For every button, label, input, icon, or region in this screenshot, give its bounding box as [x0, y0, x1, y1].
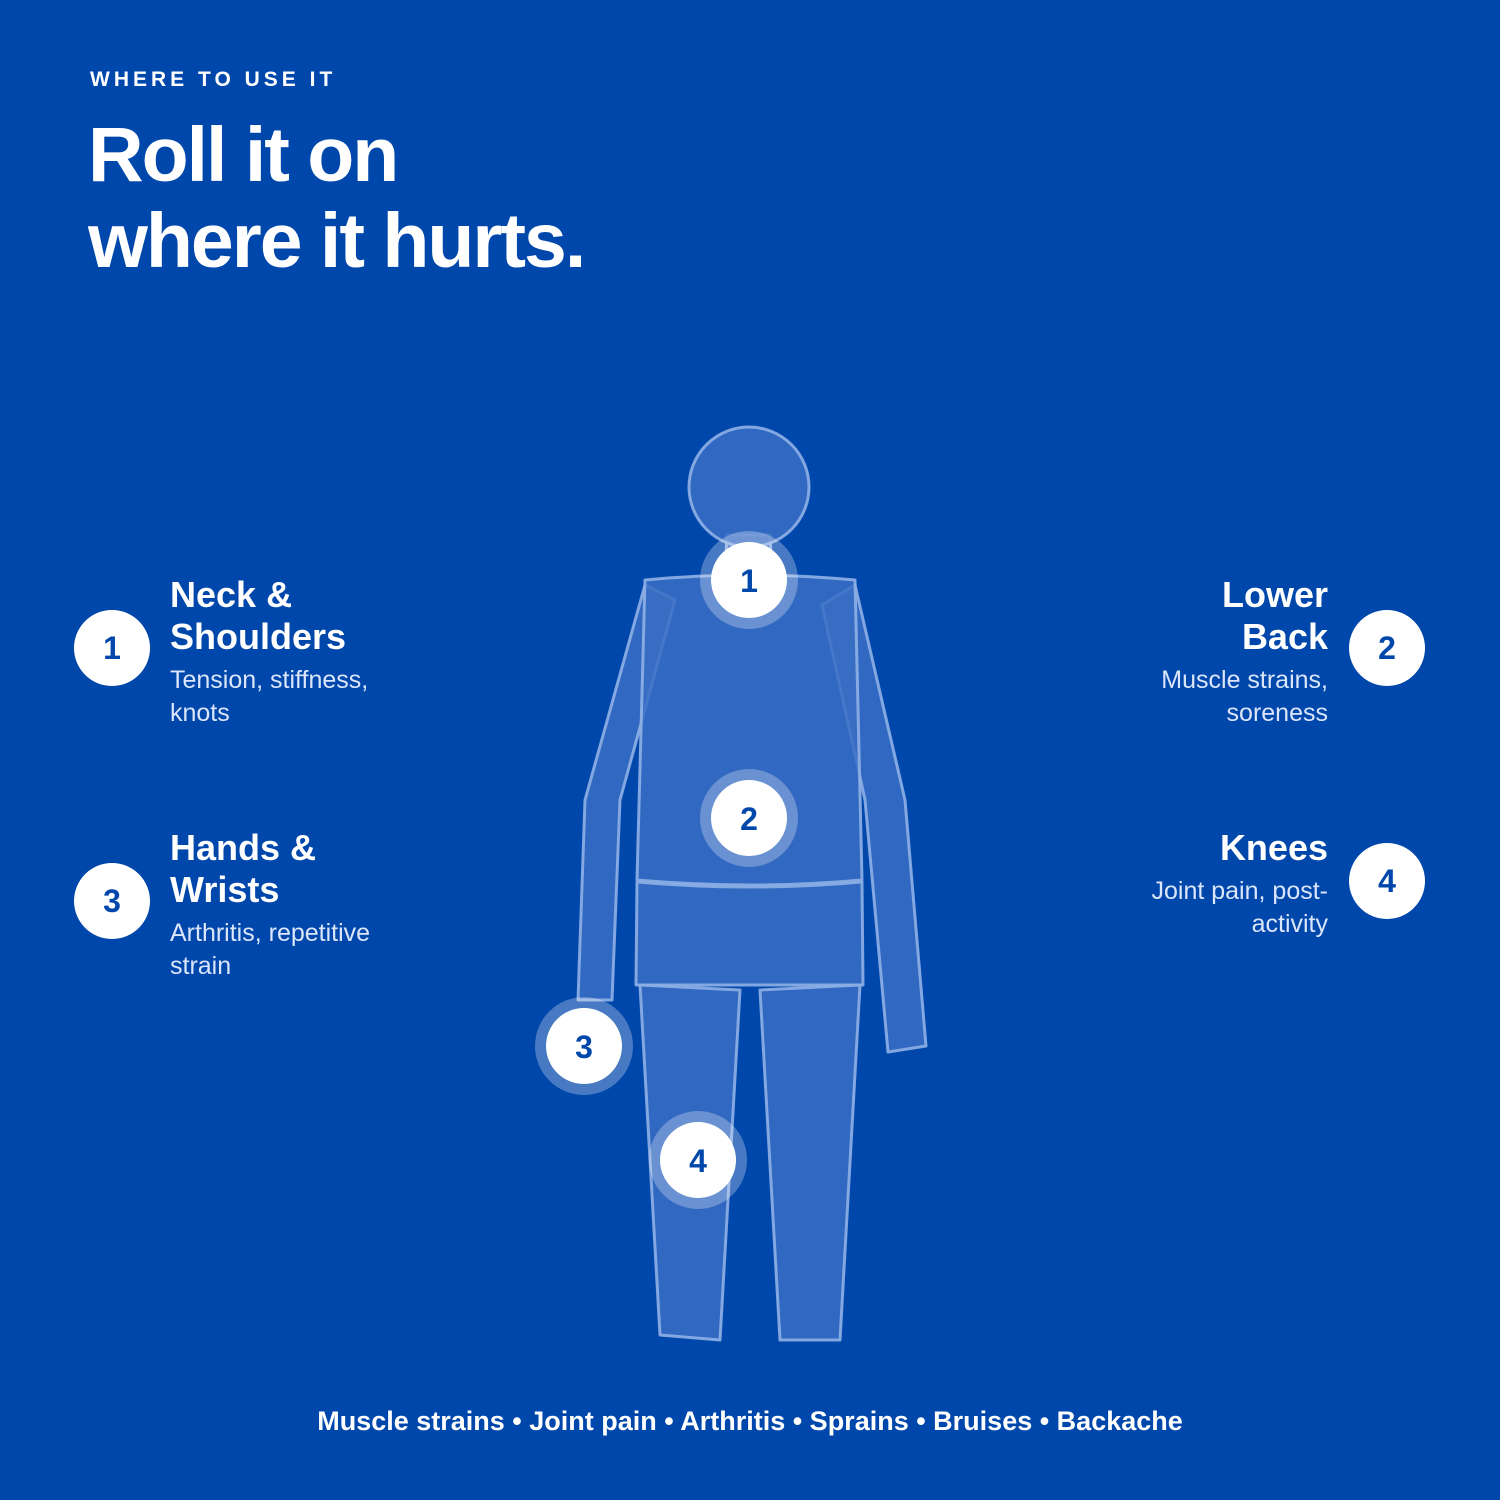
callout-4-desc-line-2: activity	[1251, 910, 1328, 938]
callout-4-badge: 4	[1349, 843, 1425, 919]
callout-1-desc-line-2: knots	[170, 699, 230, 727]
callout-2-desc-line-2: soreness	[1226, 699, 1328, 727]
callout-3-title-line-1: Hands &	[170, 827, 317, 868]
marker-4: 4	[649, 1111, 747, 1209]
marker-2-label: 2	[740, 801, 758, 837]
callout-hands-wrists: 3 Hands & Wrists Arthritis, repetitive s…	[74, 827, 530, 983]
callout-3-desc-line-1: Arthritis, repetitive	[170, 919, 371, 947]
callout-1-title: Neck & Shoulders	[170, 574, 530, 658]
callout-3-badge: 3	[74, 863, 150, 939]
callout-1-description: Tension, stiffness, knots	[170, 664, 530, 730]
callout-3-title-line-2: Wrists	[170, 869, 280, 910]
headline-line-2: where it hurts.	[88, 198, 586, 284]
callout-2-title-line-2: Back	[1241, 616, 1328, 657]
callout-1-badge: 1	[74, 610, 150, 686]
headline: Roll it on where it hurts.	[88, 112, 586, 284]
callout-lower-back: 2 Lower Back Muscle strains, soreness	[968, 574, 1425, 730]
marker-1: 1	[700, 531, 798, 629]
callout-3-description: Arthritis, repetitive strain	[170, 917, 530, 983]
callout-4-desc-line-1: Joint pain, post-	[1151, 877, 1329, 905]
marker-2: 2	[700, 769, 798, 867]
callout-2-title: Lower Back	[968, 574, 1328, 658]
callout-1-title-line-1: Neck &	[170, 574, 293, 615]
callout-2-title-line-1: Lower	[1221, 574, 1328, 615]
conditions-list: Muscle strains • Joint pain • Arthritis …	[317, 1406, 1183, 1436]
head	[687, 425, 811, 549]
marker-1-label: 1	[740, 563, 758, 599]
marker-4-label: 4	[689, 1143, 707, 1179]
callout-4-description: Joint pain, post- activity	[968, 875, 1329, 941]
callout-knees: 4 Knees Joint pain, post- activity	[968, 827, 1425, 941]
callout-1-title-line-2: Shoulders	[170, 616, 347, 657]
callout-2-desc-line-1: Muscle strains,	[1161, 666, 1328, 694]
markers: 1 2 3 4	[535, 531, 798, 1209]
callout-neck-shoulders: 1 Neck & Shoulders Tension, stiffness, k…	[74, 574, 530, 730]
callout-2-description: Muscle strains, soreness	[968, 664, 1328, 730]
callout-3-title: Hands & Wrists	[170, 827, 530, 911]
callout-4-title: Knees	[968, 827, 1328, 869]
callout-4-title-line-1: Knees	[1219, 827, 1328, 868]
headline-line-1: Roll it on	[88, 112, 399, 198]
hips	[634, 880, 865, 987]
right-leg	[758, 983, 862, 1342]
callout-1-desc-line-1: Tension, stiffness,	[170, 666, 369, 694]
marker-3-label: 3	[575, 1029, 593, 1065]
callout-3-desc-line-2: strain	[170, 952, 232, 980]
callout-2-badge: 2	[1349, 610, 1425, 686]
marker-3: 3	[535, 997, 633, 1095]
eyebrow-label: WHERE TO USE IT	[90, 68, 337, 91]
